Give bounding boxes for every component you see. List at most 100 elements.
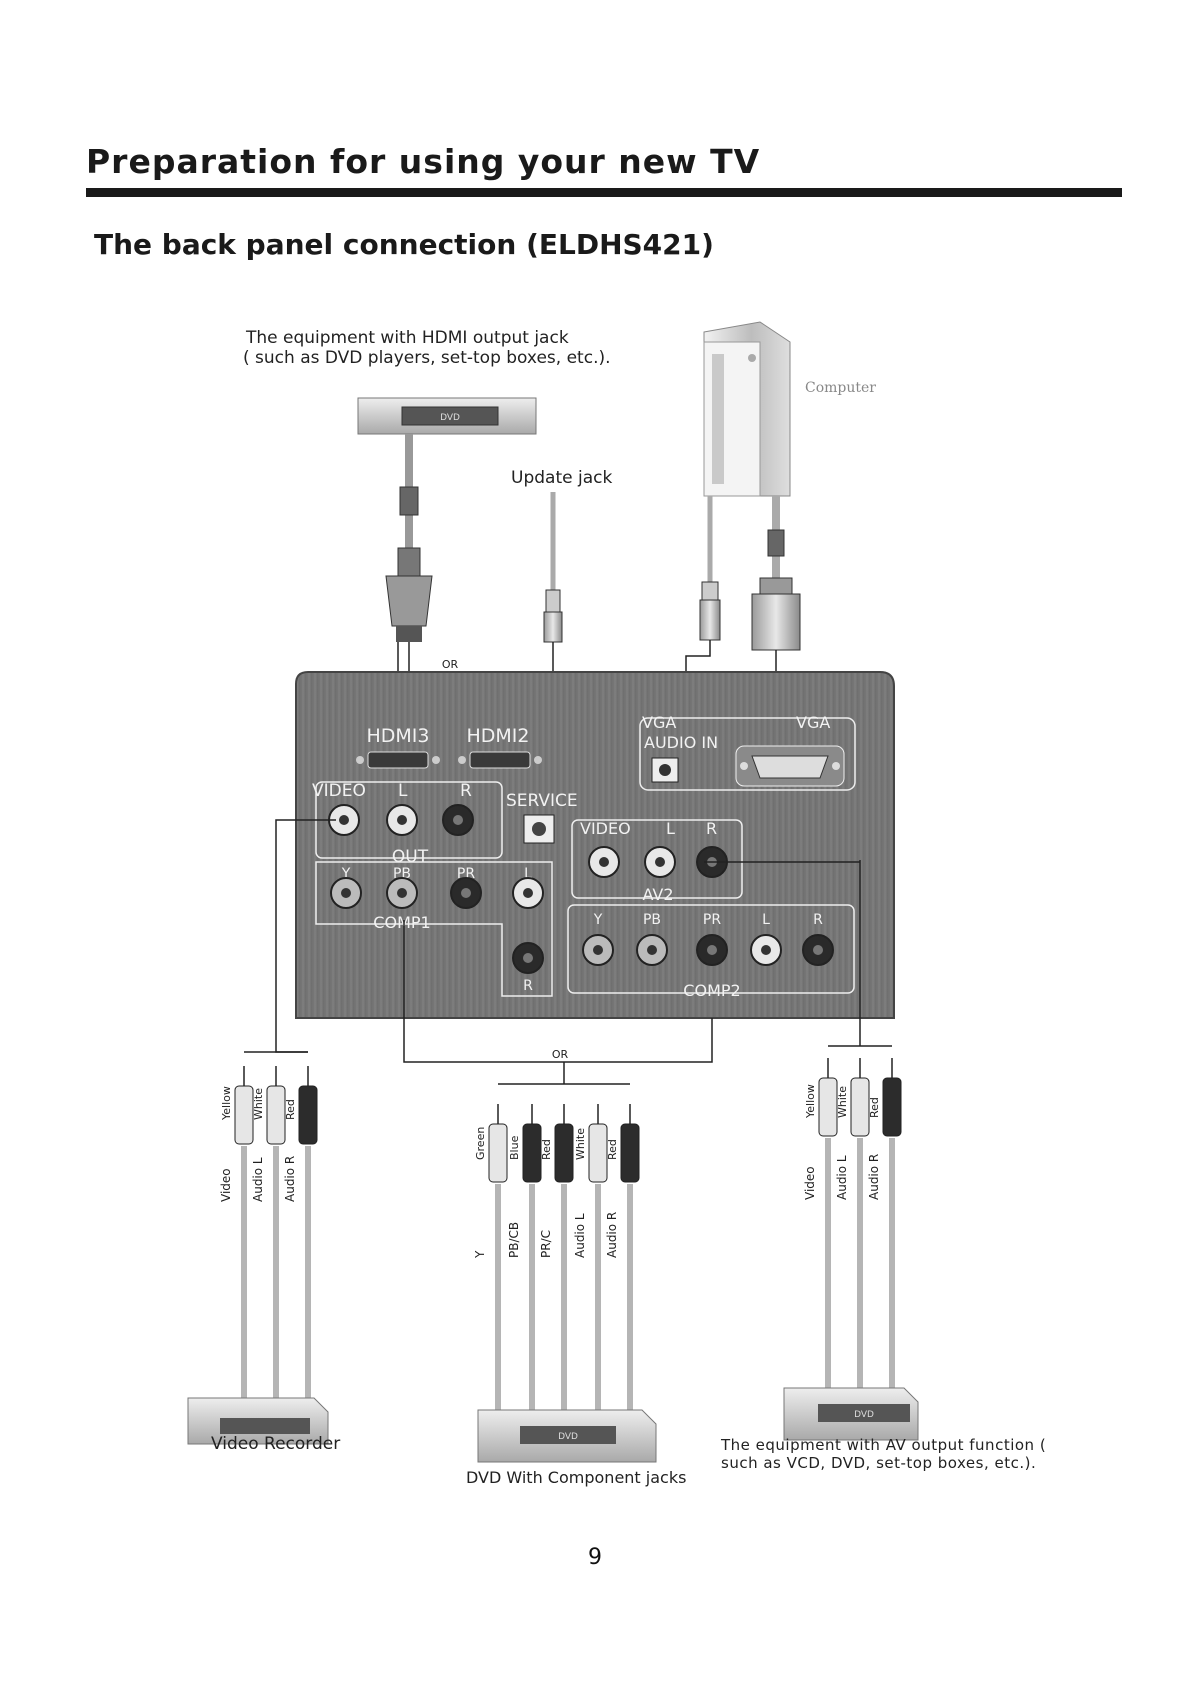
vga-port (735, 745, 845, 787)
update-jack-label: Update jack (511, 468, 613, 488)
rca-jack (696, 934, 728, 966)
computer-label: Computer (805, 380, 876, 396)
page-number: 9 (588, 1545, 602, 1570)
rca-jack (588, 846, 620, 878)
out-l-label: L (398, 781, 408, 801)
dvd-component-label: DVD With Component jacks (466, 1468, 687, 1487)
comp1-l-label: L (524, 866, 532, 882)
left-signal-label: Audio L (251, 1157, 265, 1202)
rca-jack (750, 934, 782, 966)
dvd-component-device: DVD (477, 1409, 657, 1463)
comp1-y-label: Y (341, 866, 351, 882)
av2-video-label: VIDEO (580, 819, 631, 838)
computer-audio-cable (685, 496, 721, 760)
rca-jack (802, 934, 834, 966)
rca-jack (644, 846, 676, 878)
middle-color-label: Green (474, 1127, 487, 1160)
out-r-label: R (460, 781, 472, 801)
rca-jack (386, 804, 418, 836)
vga-top-label: VGA (642, 713, 676, 732)
right-color-label: Red (868, 1097, 881, 1118)
rca-jack (512, 942, 544, 974)
right-signal-label: Video (803, 1166, 817, 1200)
rca-jack (442, 804, 474, 836)
left-color-label: White (252, 1088, 265, 1120)
comp2-y-label: Y (593, 912, 603, 928)
left-color-label: Yellow (220, 1086, 233, 1121)
rca-jack (512, 877, 544, 909)
middle-color-label: Red (606, 1139, 619, 1160)
comp2-l-label: L (762, 912, 770, 928)
video-recorder-device (187, 1397, 329, 1445)
hdmi2-label: HDMI2 (466, 725, 529, 747)
right-color-label: Yellow (804, 1084, 817, 1119)
comp2-r-label: R (813, 912, 823, 928)
right-signal-label: Audio L (835, 1155, 849, 1200)
section-subtitle: The back panel connection (ELDHS421) (94, 228, 714, 261)
hdmi2-port (458, 751, 542, 769)
hdmi-equipment-caption: The equipment with HDMI output jack ( su… (243, 328, 611, 368)
rca-jacks (328, 804, 834, 974)
audio-in-label: AUDIO IN (644, 733, 718, 752)
dvd-logo-2: DVD (558, 1432, 578, 1442)
left-color-label: Red (284, 1099, 297, 1120)
hdmi-equipment-line2: ( such as DVD players, set-top boxes, et… (243, 348, 611, 368)
computer-tower (703, 321, 791, 497)
or-label-top: OR (442, 658, 459, 671)
comp2-pr-label: PR (703, 912, 721, 928)
dvd-logo-3: DVD (854, 1410, 874, 1420)
rca-jack (330, 877, 362, 909)
rca-jack (386, 877, 418, 909)
title-rule (86, 188, 1122, 197)
right-color-label: White (836, 1086, 849, 1118)
av-equipment-line2: such as VCD, DVD, set-top boxes, etc.). (721, 1454, 1037, 1472)
comp1-label: COMP1 (373, 913, 430, 932)
av2-label: AV2 (642, 885, 673, 904)
middle-signal-label: Audio L (573, 1213, 587, 1258)
tv-back-panel: HDMI3 HDMI2 VGA VGA AUDIO IN VIDEO L R O… (295, 671, 895, 1019)
left-signal-label: Video (219, 1168, 233, 1202)
rca-jack (582, 934, 614, 966)
av-equipment-caption: The equipment with AV output function ( … (721, 1436, 1046, 1472)
comp2-pb-label: PB (643, 912, 661, 928)
right-signal-label: Audio R (867, 1154, 881, 1200)
middle-signal-label: PB/CB (507, 1222, 521, 1258)
comp2-label: COMP2 (683, 981, 740, 1000)
rca-jack (636, 934, 668, 966)
middle-color-label: Red (540, 1139, 553, 1160)
av2-r-label: R (706, 819, 717, 838)
comp1-r-label: R (523, 978, 533, 994)
middle-color-label: Blue (508, 1135, 521, 1160)
left-signal-label: Audio R (283, 1156, 297, 1202)
hdmi-cable: OR (385, 434, 502, 688)
out-label: OUT (392, 847, 429, 867)
hdmi3-label: HDMI3 (366, 725, 429, 747)
middle-signal-label: Audio R (605, 1212, 619, 1258)
page-title: Preparation for using your new TV (86, 142, 761, 181)
or-label-bottom: OR (552, 1048, 569, 1061)
hdmi-equipment-line1: The equipment with HDMI output jack (246, 328, 569, 348)
av2-l-label: L (666, 819, 675, 838)
connection-lines: OR (244, 819, 892, 1085)
service-jack (523, 814, 555, 844)
av-equipment-line1: The equipment with AV output function ( (721, 1436, 1047, 1454)
middle-color-label: White (574, 1128, 587, 1160)
av-output-device: DVD (783, 1387, 919, 1441)
service-label: SERVICE (506, 791, 578, 811)
audio-in-jack (651, 757, 679, 783)
hdmi3-port (356, 751, 440, 769)
middle-signal-label: Y (473, 1250, 487, 1259)
